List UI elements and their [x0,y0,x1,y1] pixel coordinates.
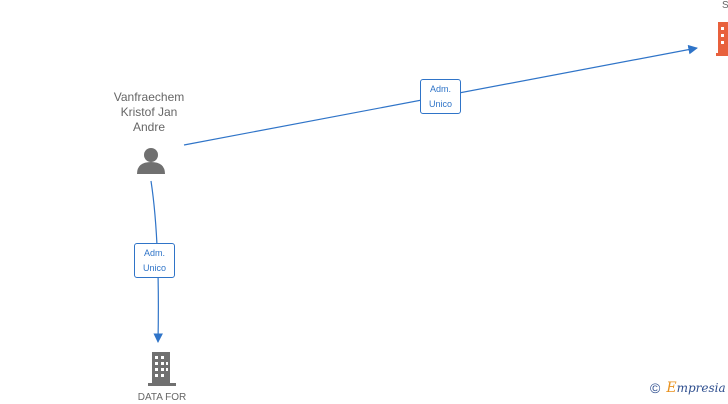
brand-name: mpresia [676,381,726,395]
building-icon[interactable] [148,352,176,386]
empresia-watermark: © E mpresia [650,380,726,396]
copyright-icon: © [650,380,661,396]
person-name-line-1: Vanfraechem [113,90,185,104]
edge-label-bottom[interactable]: Adm. Unico [134,243,175,278]
edge-label-top[interactable]: Adm. Unico [420,79,461,114]
brand-initial: E [666,380,677,396]
building-icon[interactable] [716,22,728,56]
edge-label-line-1: Adm. [143,248,165,258]
company-name-top-right[interactable]: S [722,0,728,11]
company-name-bottom[interactable]: DATA FOR [137,392,187,403]
person-name-line-2: Kristof Jan [120,105,178,119]
person-name-label[interactable]: Vanfraechem Kristof Jan Andre [98,90,200,135]
edge-label-line-2: Unico [428,99,452,109]
person-icon[interactable] [137,148,165,174]
edge-label-line-1: Adm. [429,84,451,94]
edge-label-line-2: Unico [142,263,166,273]
person-name-line-3: Andre [132,120,166,134]
